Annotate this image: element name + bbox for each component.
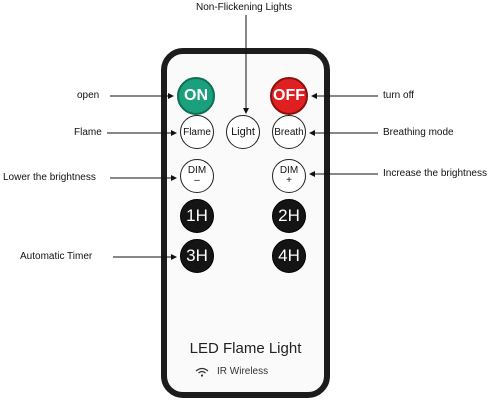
dim-up-label: DIM	[279, 165, 299, 176]
timer-3h-button[interactable]: 3H	[180, 239, 214, 273]
wireless-indicator: IR Wireless	[195, 366, 305, 377]
timer-1h-button[interactable]: 1H	[180, 199, 214, 233]
callout-automatic-timer: Automatic Timer	[20, 251, 93, 262]
minus-icon: –	[194, 175, 200, 186]
light-button[interactable]: Light	[226, 115, 260, 149]
off-button[interactable]: OFF	[270, 77, 308, 115]
timer-4h-button[interactable]: 4H	[272, 239, 306, 273]
flame-button[interactable]: Flame	[180, 115, 214, 149]
wifi-signal-icon	[195, 367, 209, 377]
on-button[interactable]: ON	[177, 77, 215, 115]
timer-2h-button[interactable]: 2H	[272, 199, 306, 233]
plus-icon: +	[286, 175, 292, 186]
callout-lower-brightness: Lower the brightness	[3, 172, 96, 183]
callout-open: open	[77, 90, 100, 101]
callout-increase-brightness: Increase the brightness	[383, 168, 487, 179]
dim-up-button[interactable]: DIM +	[272, 159, 306, 193]
callout-breathing-mode: Breathing mode	[383, 127, 454, 138]
callout-flame: Flame	[74, 127, 102, 138]
brand-label: LED Flame Light	[189, 340, 302, 357]
callout-turn-off: turn off	[383, 90, 414, 101]
callout-non-flickering: Non-Flickening Lights	[196, 2, 293, 13]
dim-down-label: DIM	[187, 165, 207, 176]
dim-down-button[interactable]: DIM –	[180, 159, 214, 193]
breath-button[interactable]: Breath	[272, 115, 306, 149]
wireless-label: IR Wireless	[217, 366, 269, 377]
